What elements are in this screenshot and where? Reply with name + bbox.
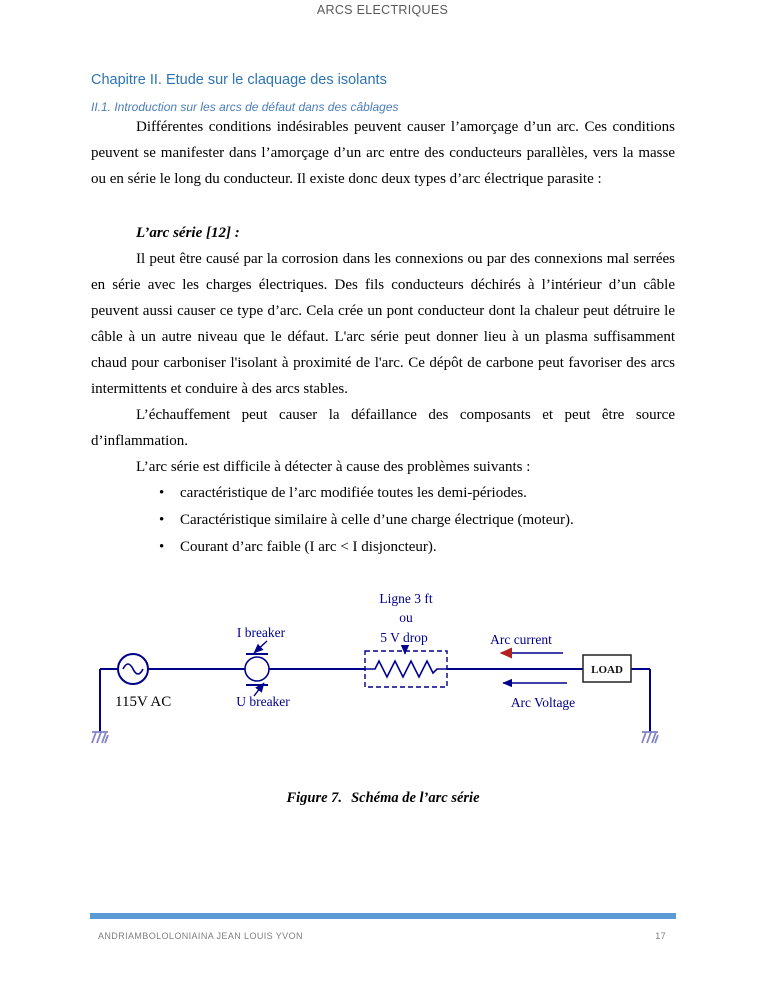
footer-page-number: 17 bbox=[655, 931, 666, 941]
arc-line-box bbox=[364, 650, 448, 688]
footer-divider-bar bbox=[90, 913, 676, 919]
circuit-diagram: LOAD bbox=[91, 591, 659, 744]
section-heading: II.1. Introduction sur les arcs de défau… bbox=[91, 100, 399, 114]
bullet-list: • caractéristique de l’arc modifiée tout… bbox=[91, 480, 675, 561]
label-ligne-line1: Ligne 3 ft bbox=[379, 591, 432, 606]
label-ligne-line2: ou bbox=[399, 610, 413, 625]
u-breaker-arrow bbox=[253, 682, 265, 697]
figure-caption-label: Figure 7. bbox=[286, 790, 343, 806]
bullet-text: Courant d’arc faible (I arc < I disjonct… bbox=[180, 539, 437, 555]
figure-area: LOAD bbox=[91, 585, 675, 758]
label-u-breaker: U breaker bbox=[236, 694, 290, 709]
page-footer: ANDRIAMBOLOLONIAINA JEAN LOUIS YVON 17 bbox=[90, 931, 676, 941]
label-arc-current: Arc current bbox=[490, 632, 552, 647]
bullet-text: caractéristique de l’arc modifiée toutes… bbox=[180, 485, 527, 501]
label-source-voltage: 115V AC bbox=[115, 694, 171, 710]
bullet-icon: • bbox=[159, 485, 165, 501]
resistor-symbol bbox=[365, 659, 447, 679]
bullet-icon: • bbox=[159, 539, 165, 555]
paragraph-intro: Différentes conditions indésirables peuv… bbox=[91, 119, 675, 187]
label-i-breaker: I breaker bbox=[237, 625, 286, 640]
paragraph-arc-serie: Il peut être causé par la corrosion dans… bbox=[91, 251, 675, 397]
page-header-title: ARCS ELECTRIQUES bbox=[316, 3, 449, 17]
footer-author: ANDRIAMBOLOLONIAINA JEAN LOUIS YVON bbox=[98, 931, 303, 941]
label-ligne-line3: 5 V drop bbox=[380, 630, 428, 645]
list-item: • caractéristique de l’arc modifiée tout… bbox=[91, 480, 675, 507]
list-item: • Caractéristique similaire à celle d’un… bbox=[91, 507, 675, 534]
page-content: Chapitre II. Etude sur le claquage des i… bbox=[91, 72, 675, 807]
paragraph-echauffement: L’échauffement peut causer la défaillanc… bbox=[91, 407, 675, 449]
figure-caption: Figure 7. Schéma de l’arc série bbox=[91, 790, 675, 807]
circuit-wires bbox=[99, 668, 651, 732]
ac-source-symbol bbox=[117, 653, 149, 685]
breaker-symbol bbox=[244, 653, 270, 686]
ground-left-icon bbox=[91, 731, 109, 744]
figure-caption-text: Schéma de l’arc série bbox=[351, 790, 480, 806]
load-label: LOAD bbox=[591, 664, 623, 676]
arc-serie-heading: L’arc série [12] : bbox=[136, 225, 240, 241]
bullet-text: Caractéristique similaire à celle d’une … bbox=[180, 512, 574, 528]
bullet-icon: • bbox=[159, 512, 165, 528]
paragraph-difficile: L’arc série est difficile à détecter à c… bbox=[136, 459, 531, 475]
annotation-arrows bbox=[253, 640, 567, 697]
diagram-labels: Ligne 3 ft ou 5 V drop I breaker U break… bbox=[115, 591, 575, 710]
load-box: LOAD bbox=[582, 654, 632, 683]
label-arc-voltage: Arc Voltage bbox=[511, 695, 575, 710]
ground-right-icon bbox=[641, 731, 659, 744]
i-breaker-arrow bbox=[253, 640, 268, 654]
list-item: • Courant d’arc faible (I arc < I disjon… bbox=[91, 534, 675, 561]
chapter-heading: Chapitre II. Etude sur le claquage des i… bbox=[91, 72, 387, 88]
